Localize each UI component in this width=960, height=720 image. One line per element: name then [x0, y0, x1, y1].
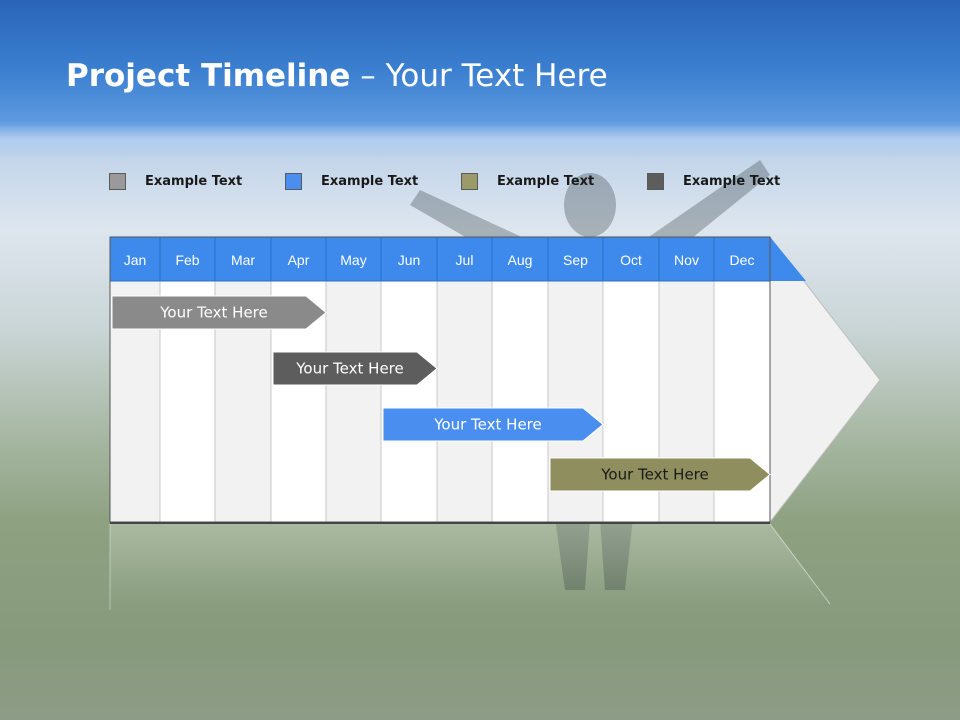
task-bar-label: Your Text Here: [600, 466, 708, 484]
legend-label: Example Text: [497, 173, 595, 189]
month-column: [491, 280, 549, 523]
page-title: Project Timeline – Your Text Here: [66, 58, 608, 94]
reflection-edge: [769, 523, 831, 605]
task-bar: Your Text Here: [382, 407, 604, 442]
month-label: Apr: [288, 252, 310, 268]
month-header-cell: [602, 236, 660, 282]
month-column: [380, 280, 438, 523]
month-label: Jan: [124, 252, 147, 268]
month-label: Aug: [508, 252, 533, 268]
month-label: Mar: [231, 252, 255, 268]
task-bar-shape: [272, 351, 438, 386]
task-bar-label: Your Text Here: [159, 304, 267, 322]
legend-item: Example Text: [109, 171, 242, 191]
legend-swatch: [285, 172, 302, 190]
month-column: [325, 280, 382, 523]
month-header-cell: [270, 236, 327, 282]
chart-reflection: [109, 523, 831, 610]
month-header-cell: [436, 236, 493, 282]
task-bar-shape: [111, 295, 327, 330]
task-bar: Your Text Here: [549, 457, 771, 492]
task-bar-label: Your Text Here: [295, 360, 403, 378]
month-label: Dec: [730, 252, 755, 268]
month-label: Nov: [674, 252, 699, 268]
month-label: Feb: [175, 252, 199, 268]
task-bar-shape: [549, 457, 771, 492]
legend-label: Example Text: [321, 173, 419, 189]
task-bar: Your Text Here: [111, 295, 327, 330]
month-label: Jul: [456, 252, 474, 268]
title-rest: – Your Text Here: [350, 58, 608, 94]
legend-item: Example Text: [647, 171, 780, 191]
legend-item: Example Text: [461, 171, 594, 191]
month-header-cell: [491, 236, 549, 282]
legend-swatch: [109, 172, 126, 190]
legend-item: Example Text: [285, 171, 418, 191]
month-label: Sep: [563, 252, 588, 268]
task-bar: Your Text Here: [272, 351, 438, 386]
month-column: [436, 280, 493, 523]
month-header-cell: [214, 236, 272, 282]
header-arrow-segment: [770, 237, 806, 281]
legend-swatch: [461, 172, 478, 190]
month-label: May: [340, 252, 366, 268]
legend-label: Example Text: [683, 173, 781, 189]
month-label: Jun: [398, 252, 421, 268]
month-label: Oct: [620, 252, 642, 268]
legend-label: Example Text: [145, 173, 243, 189]
month-header-cell: [325, 236, 382, 282]
title-bold: Project Timeline: [66, 58, 351, 94]
month-header-cell: [109, 236, 161, 282]
task-bar-label: Your Text Here: [433, 416, 541, 434]
reflection-area: [110, 524, 830, 604]
legend-swatch: [647, 172, 664, 190]
task-bar-shape: [382, 407, 604, 442]
horizon-glow: [0, 120, 960, 160]
month-header-cell: [547, 236, 604, 282]
month-header-cell: [713, 236, 771, 282]
